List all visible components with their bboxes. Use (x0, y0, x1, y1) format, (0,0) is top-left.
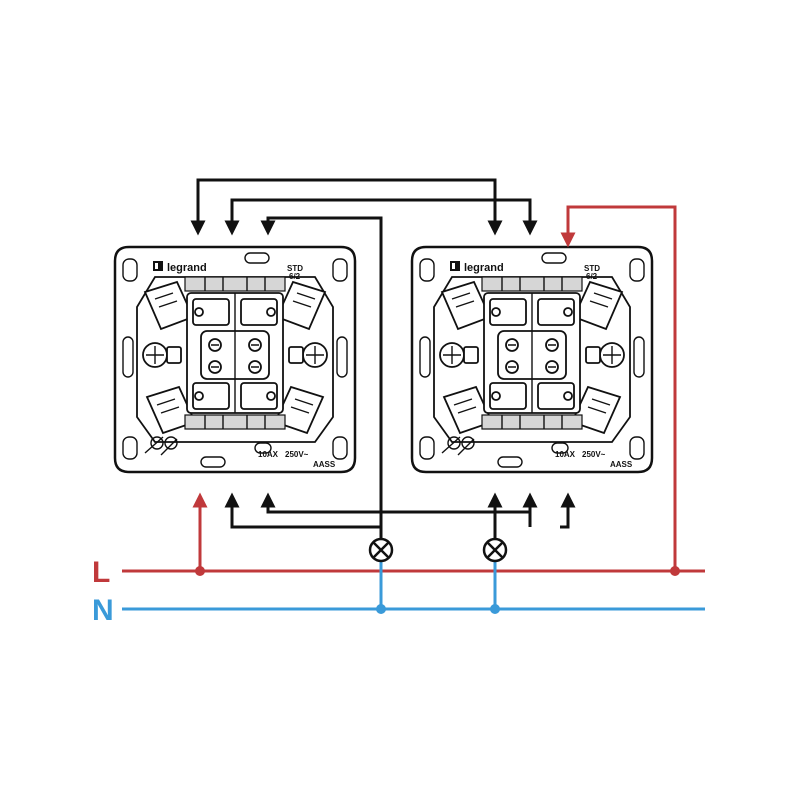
voltage-right: 250V~ (582, 450, 606, 459)
traveler-wire-3 (224, 492, 381, 529)
model-line2-right: 6/2 (586, 272, 598, 281)
traveler-wire-1 (190, 178, 503, 236)
traveler-wire-4 (260, 492, 538, 514)
traveler-wires-bottom (224, 492, 576, 540)
traveler-wires-top (190, 178, 538, 540)
live-junction-1 (195, 566, 205, 576)
switch-right-bottom-wire (560, 492, 576, 529)
live-label: L (92, 556, 110, 589)
neutral-label: N (92, 594, 114, 627)
switch-left-to-lamp1-wire (260, 216, 383, 540)
rating-left: 10AX (258, 450, 279, 459)
wire-link (528, 512, 568, 529)
neutral-wiring (122, 560, 705, 614)
traveler-wire-2 (224, 198, 538, 236)
live-junction-2 (670, 566, 680, 576)
lamp-icon (368, 537, 394, 563)
model-line2-left: 6/2 (289, 272, 301, 281)
model-line1-left: STD (287, 264, 303, 273)
brand-logo-left: legrand (167, 262, 207, 274)
switch-left: legrand STD 6/2 10AX 250V~ AASS (113, 245, 357, 474)
code-right: AASS (610, 460, 633, 469)
live-to-switch-right (560, 205, 677, 571)
switch-right: legrand STD 6/2 10AX 250V~ AASS (410, 245, 654, 474)
neutral-junction-1 (376, 604, 386, 614)
brand-logo-right: legrand (464, 262, 504, 274)
lamp-icon (482, 537, 508, 563)
voltage-left: 250V~ (285, 450, 309, 459)
code-left: AASS (313, 460, 336, 469)
live-wiring (122, 205, 705, 576)
model-line1-right: STD (584, 264, 600, 273)
rating-right: 10AX (555, 450, 576, 459)
neutral-junction-2 (490, 604, 500, 614)
